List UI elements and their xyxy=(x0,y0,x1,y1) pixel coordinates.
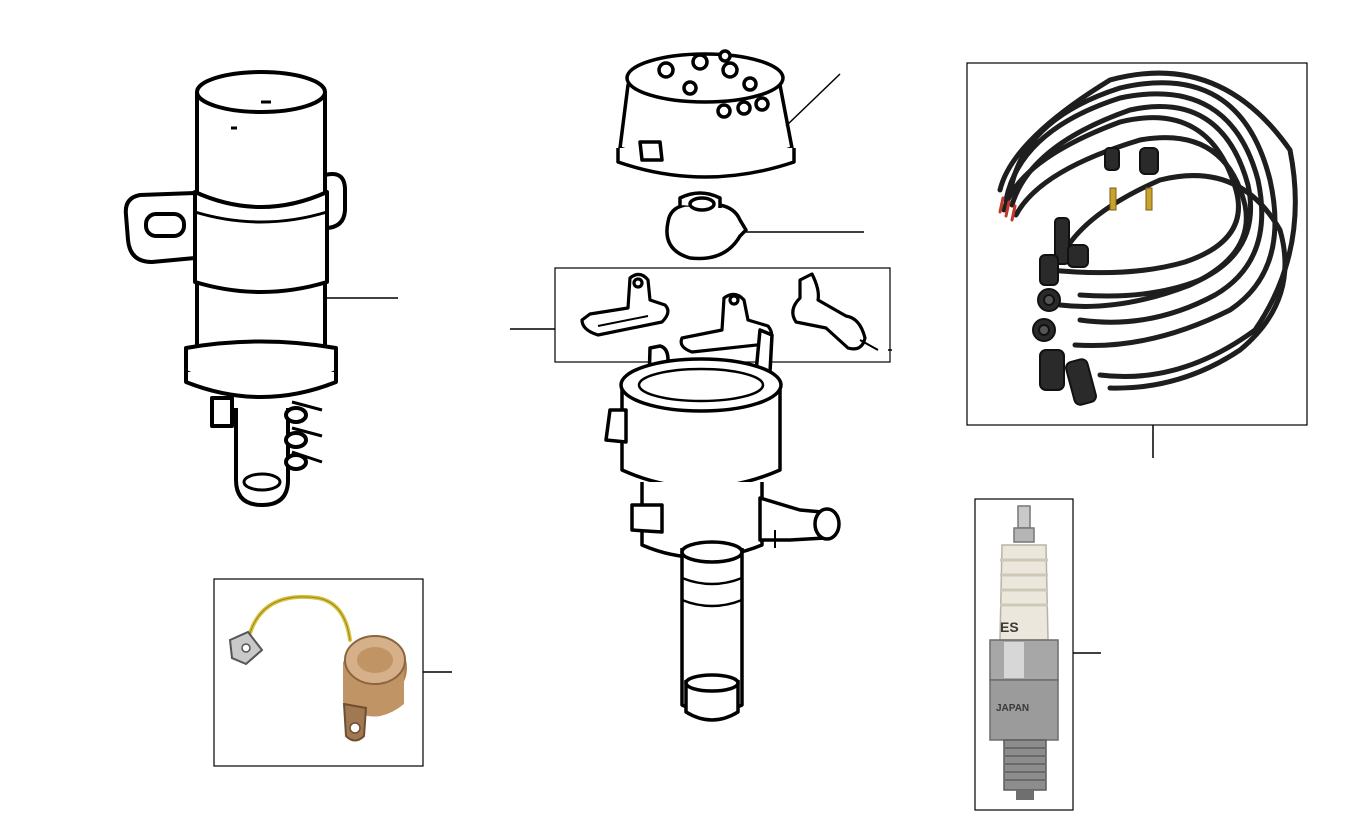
distributor-icon[interactable] xyxy=(604,328,841,722)
spark-plug-origin-text: JAPAN xyxy=(996,703,1029,714)
ignition-coil-icon[interactable] xyxy=(123,70,347,507)
ignition-leads-icon[interactable] xyxy=(997,70,1298,391)
distributor-cap-leader-line xyxy=(785,73,841,127)
ignition-leads-photo-frame xyxy=(966,62,1308,426)
distributor-cap-icon[interactable] xyxy=(616,49,796,179)
ignition-lead-boots xyxy=(1032,147,1159,406)
rotor-arm-icon[interactable] xyxy=(665,191,748,261)
spark-plug-brand-text: ES xyxy=(1000,619,1019,635)
spark-plug-icon[interactable]: ES JAPAN xyxy=(989,505,1059,800)
condenser-icon[interactable] xyxy=(228,595,407,742)
spark-plug-photo-frame xyxy=(974,498,1074,811)
contact-points-icon[interactable] xyxy=(580,272,879,354)
ignition-lead-terminals xyxy=(1109,187,1153,211)
